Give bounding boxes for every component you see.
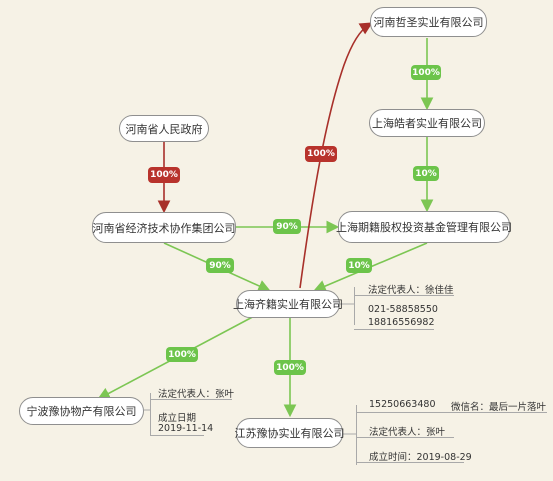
node-jiangsu[interactable]: 江苏豫协实业有限公司 — [235, 418, 345, 448]
badge-jijie-fund: 90% — [273, 219, 301, 234]
badge-qiji-ningbo: 100% — [166, 347, 198, 362]
edge-qiji-zhesheng — [299, 22, 373, 289]
badge-jijie-qiji: 90% — [206, 258, 234, 273]
node-ningbo[interactable]: 宁波豫协物产有限公司 — [19, 397, 144, 425]
badge-haozhe-fund: 10% — [413, 166, 439, 181]
node-qiji-fund[interactable]: 上海期籍股权投资基金管理有限公司 — [336, 211, 512, 243]
note-qiji-phone1: 021-58858550 — [368, 304, 438, 315]
note-qiji-rep: 法定代表人：徐佳佳 — [368, 285, 454, 296]
note-jiangsu-phone: 15250663480 — [369, 399, 436, 410]
node-haozhe[interactable]: 上海皓者实业有限公司 — [369, 109, 485, 137]
badge-zhesheng-haozhe: 100% — [411, 65, 441, 80]
badge-qiji-jiangsu: 100% — [274, 360, 306, 375]
badge-qiji-zhesheng: 100% — [305, 146, 337, 162]
note-ningbo-date: 2019-11-14 — [158, 423, 214, 434]
node-henan-gov[interactable]: 河南省人民政府 — [119, 115, 209, 142]
note-qiji-phone2: 18816556982 — [368, 317, 435, 328]
note-jiangsu-established: 成立时间：2019-08-29 — [369, 452, 472, 463]
node-henan-jijie[interactable]: 河南省经济技术协作集团公司 — [92, 212, 236, 243]
node-qiji-shiye[interactable]: 上海齐籍实业有限公司 — [233, 290, 343, 318]
note-ningbo-date-label: 成立日期 — [158, 413, 197, 424]
node-zhesheng[interactable]: 河南哲圣实业有限公司 — [370, 7, 487, 37]
note-jiangsu-wechat: 微信名：最后一片落叶 — [451, 402, 547, 413]
badge-gov-jijie: 100% — [148, 167, 180, 183]
badge-fund-qiji: 10% — [346, 258, 372, 273]
note-ningbo-rep: 法定代表人：张叶 — [158, 389, 235, 400]
note-jiangsu-rep: 法定代表人：张叶 — [369, 427, 446, 438]
